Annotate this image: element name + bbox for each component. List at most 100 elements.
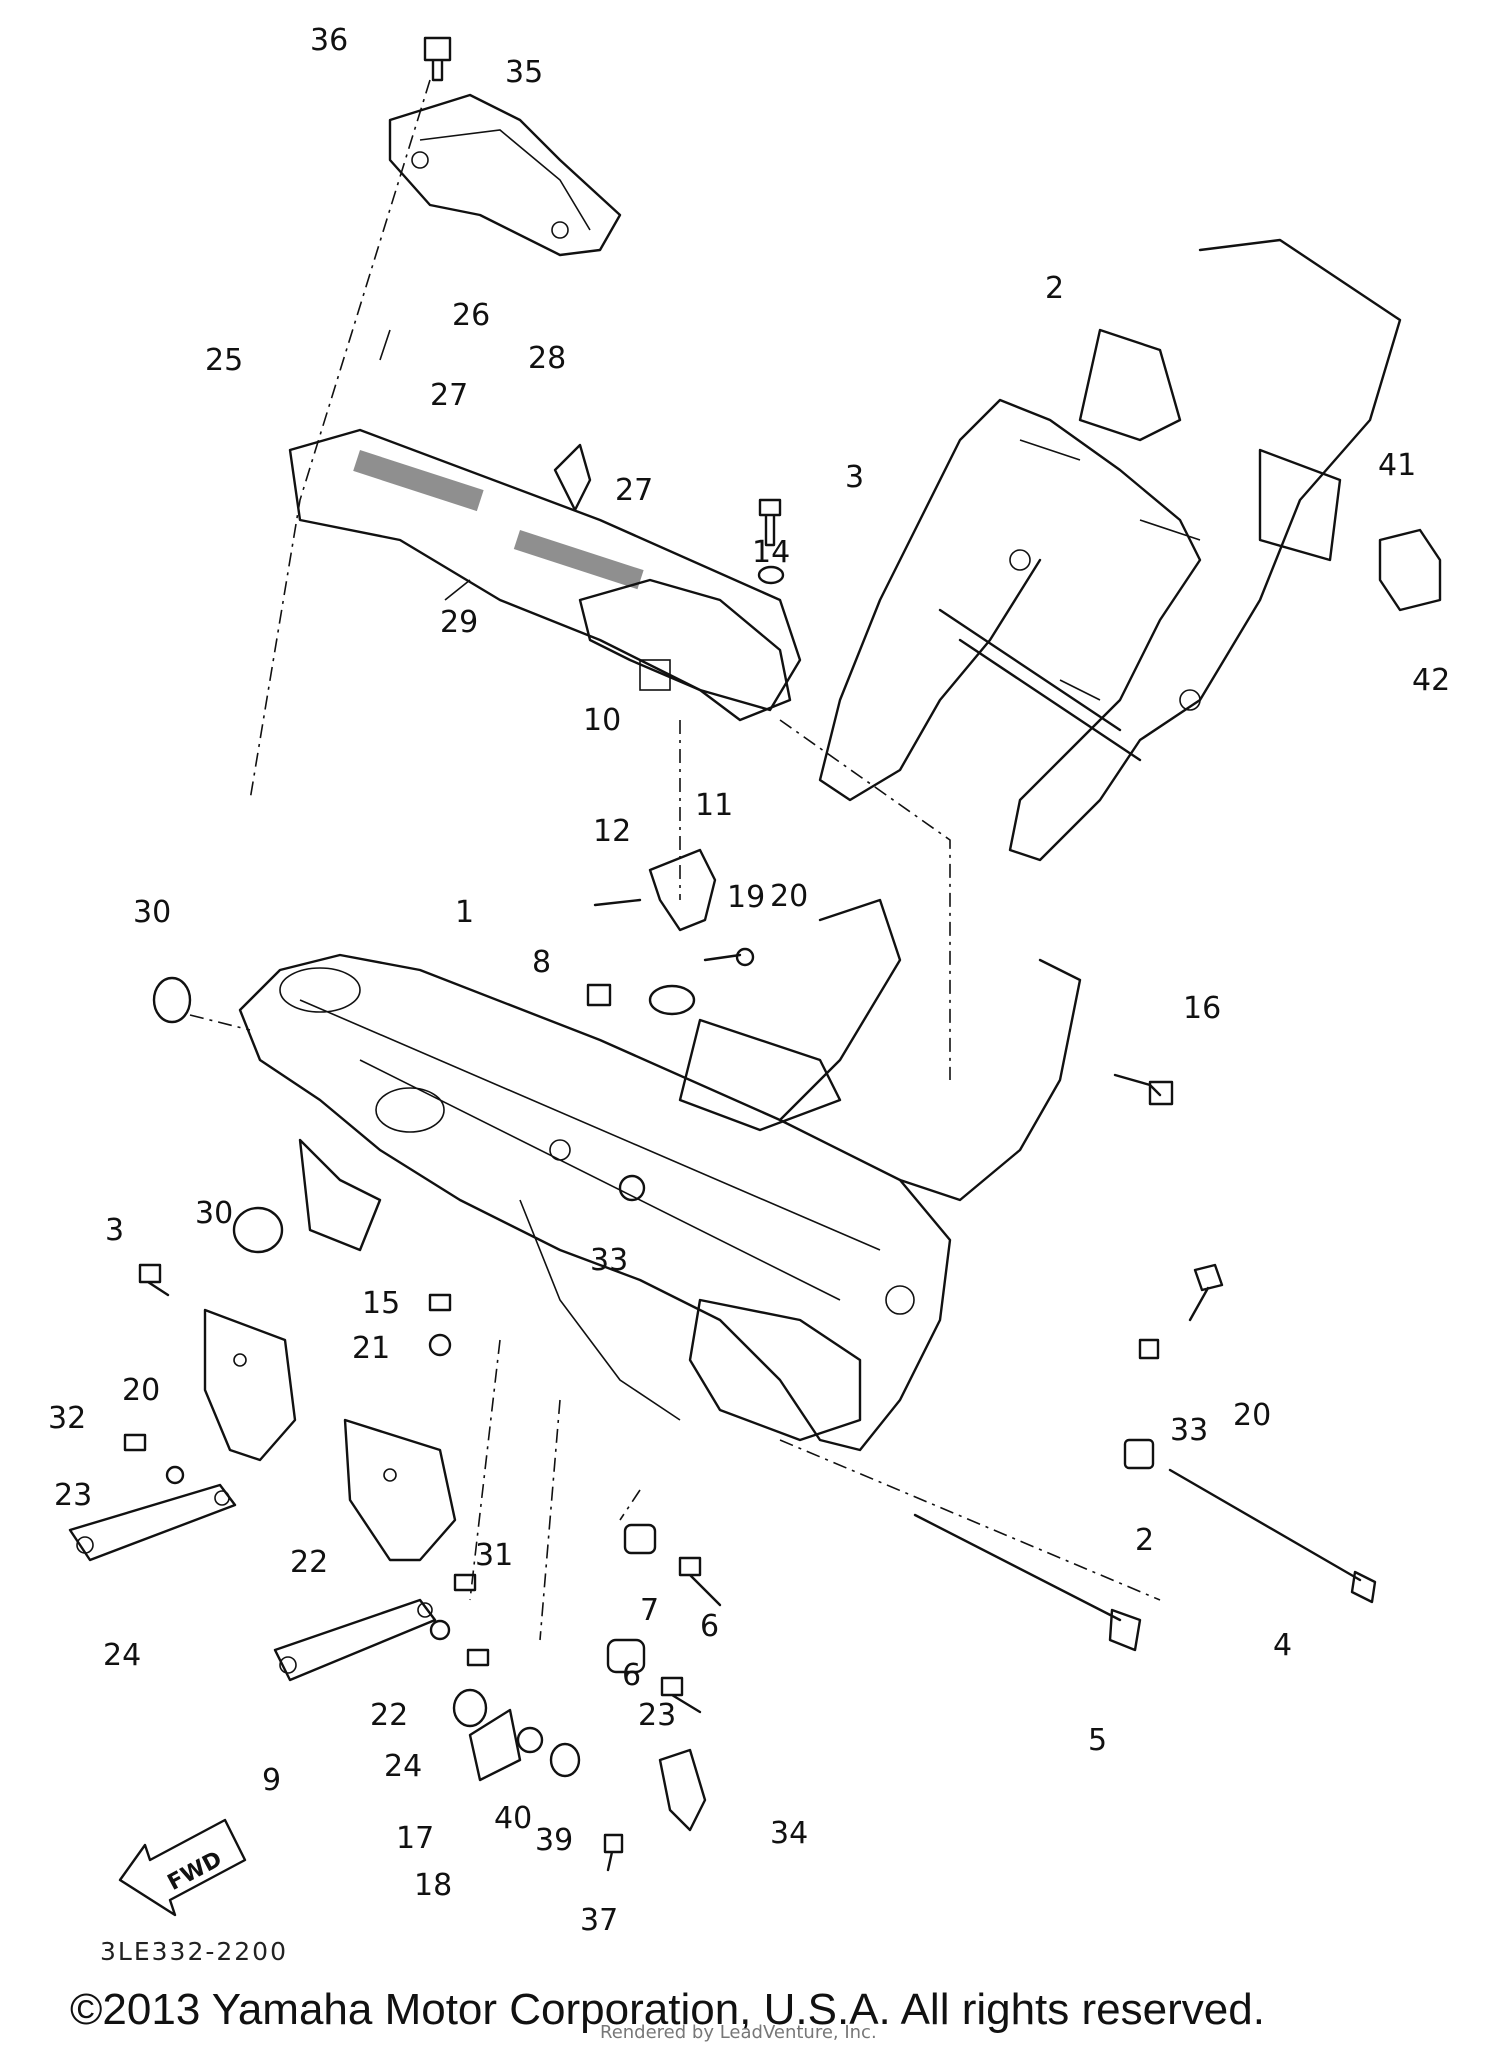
callout-29: 29	[440, 605, 478, 640]
callout-39: 39	[535, 1823, 573, 1858]
side-cover-32	[203, 1308, 297, 1462]
bolt-33-lower	[453, 1573, 477, 1592]
bolt-3-upper	[758, 498, 782, 547]
callout-26: 26	[452, 298, 490, 333]
callout-6: 6	[622, 1658, 641, 1693]
callout-33: 33	[1170, 1413, 1208, 1448]
callout-20: 20	[770, 879, 808, 914]
bracket-10	[578, 578, 792, 722]
callout-6: 6	[700, 1609, 719, 1644]
callout-5: 5	[1088, 1723, 1107, 1758]
washer-39	[516, 1726, 544, 1754]
callout-41: 41	[1378, 448, 1416, 483]
washer-14	[757, 565, 785, 585]
callout-37: 37	[580, 1903, 618, 1938]
callout-2: 2	[1135, 1523, 1154, 1558]
bolt-23-upper	[123, 1433, 147, 1452]
callout-22: 22	[370, 1698, 408, 1733]
bolt-19	[703, 953, 742, 962]
callout-36: 36	[310, 23, 348, 58]
collar-30-upper	[152, 976, 192, 1024]
callout-32: 32	[48, 1401, 86, 1436]
washer-20-mid	[428, 1333, 452, 1357]
nut-15	[618, 1174, 646, 1202]
callout-7: 7	[640, 1593, 659, 1628]
callout-2: 2	[1045, 271, 1064, 306]
bolt-5	[660, 1676, 702, 1714]
callout-30: 30	[133, 895, 171, 930]
callout-27: 27	[615, 473, 653, 508]
bolt-4	[678, 1556, 722, 1607]
callout-35: 35	[505, 55, 543, 90]
bracket-34	[468, 1708, 522, 1782]
bolt-2-right	[1188, 1263, 1224, 1322]
callout-11: 11	[695, 788, 733, 823]
collar-40	[452, 1688, 488, 1728]
bracket-41	[1378, 528, 1442, 612]
callout-17: 17	[396, 1821, 434, 1856]
long-bolt-17	[913, 1513, 1142, 1652]
callout-34: 34	[770, 1816, 808, 1851]
callout-23: 23	[54, 1478, 92, 1513]
rear-subframe-2	[818, 238, 1402, 862]
bolt-38	[603, 1833, 624, 1872]
bolt-21	[428, 1293, 452, 1312]
callout-9: 9	[262, 1763, 281, 1798]
watermark: Rendered by LeadVenture, Inc.	[600, 2022, 877, 2043]
callout-40: 40	[494, 1801, 532, 1836]
long-bolt-9	[1168, 1468, 1377, 1604]
nut-20-right	[1138, 1338, 1160, 1360]
callout-25: 25	[205, 343, 243, 378]
callout-20: 20	[122, 1373, 160, 1408]
callout-21: 21	[352, 1331, 390, 1366]
callout-18: 18	[414, 1868, 452, 1903]
callout-28: 28	[528, 341, 566, 376]
callout-30: 30	[195, 1196, 233, 1231]
callout-31: 31	[475, 1538, 513, 1573]
grommet-16	[648, 984, 696, 1016]
bolt-33-upper	[138, 1263, 170, 1297]
callout-20: 20	[1233, 1398, 1271, 1433]
fwd-arrow-icon: FWD	[118, 1818, 247, 1917]
nut-20-upper	[735, 947, 755, 967]
bracket-35	[388, 93, 622, 257]
callout-8: 8	[532, 945, 551, 980]
bolt-36	[423, 36, 452, 82]
callout-24: 24	[103, 1638, 141, 1673]
callout-12: 12	[593, 814, 631, 849]
side-cover-31	[343, 1418, 457, 1562]
nut-7	[1123, 1438, 1155, 1470]
callout-24: 24	[384, 1749, 422, 1784]
callout-3: 3	[105, 1213, 124, 1248]
callout-22: 22	[290, 1545, 328, 1580]
drawing-code: 3LE332-2200	[100, 1937, 288, 1966]
collar-30-lower	[232, 1206, 284, 1254]
main-frame-1	[238, 898, 1082, 1452]
collar-8	[586, 983, 612, 1007]
bracket-11	[648, 848, 717, 932]
bolt-23-lower	[466, 1648, 490, 1667]
callout-27: 27	[430, 378, 468, 413]
upper-rail-25	[288, 428, 802, 712]
callout-1: 1	[455, 895, 474, 930]
collar-6-lower	[606, 1638, 646, 1674]
callout-10: 10	[583, 703, 621, 738]
stay-22-upper	[68, 1483, 237, 1562]
collar-6-upper	[623, 1523, 657, 1555]
callout-33: 33	[590, 1243, 628, 1278]
callout-14: 14	[752, 535, 790, 570]
callout-3: 3	[845, 460, 864, 495]
callout-16: 16	[1183, 991, 1221, 1026]
callout-19: 19	[727, 880, 765, 915]
washer-24-lower	[429, 1619, 451, 1641]
washer-24-upper	[165, 1465, 185, 1485]
copyright-notice: ©2013 Yamaha Motor Corporation, U.S.A. A…	[70, 1985, 1265, 2034]
callout-42: 42	[1412, 663, 1450, 698]
callout-15: 15	[362, 1286, 400, 1321]
bolt-3-right	[1113, 1073, 1174, 1106]
bracket-37	[658, 1748, 707, 1832]
callout-4: 4	[1273, 1628, 1292, 1663]
svg-text:FWD: FWD	[164, 1847, 227, 1896]
